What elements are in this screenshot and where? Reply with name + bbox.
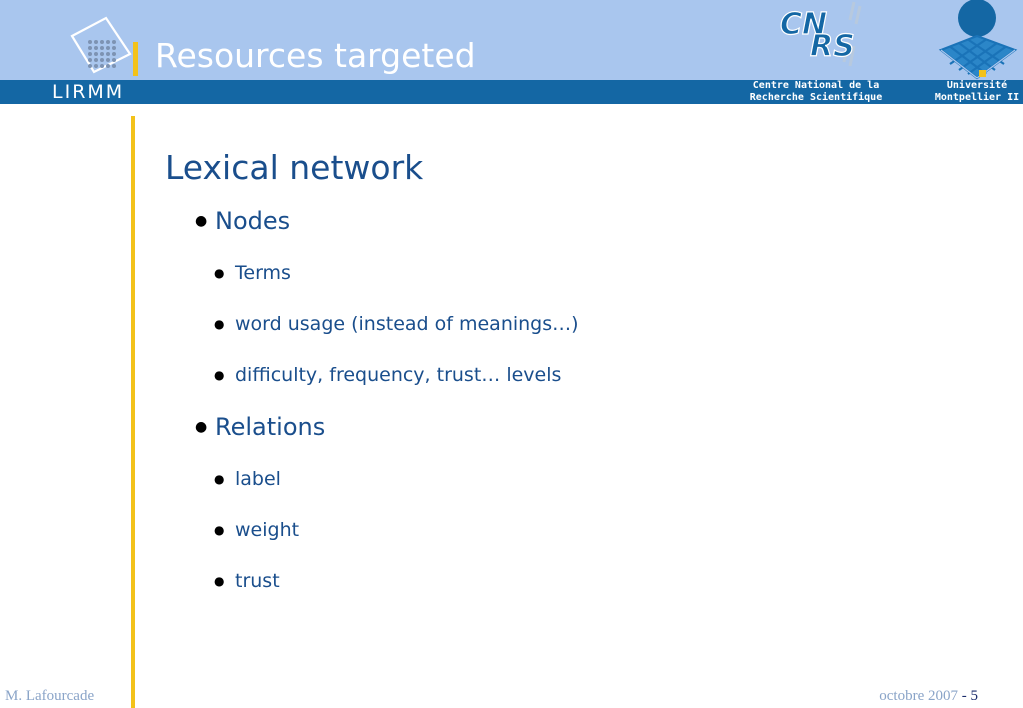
sub-bullet: ● difficulty, frequency, trust… levels (165, 362, 579, 388)
footer-author: M. Lafourcade (5, 688, 95, 704)
sub-bullet: ● Terms (165, 260, 579, 286)
sub-bullet-label: word usage (instead of meanings…) (235, 313, 579, 335)
slide-content: Lexical network ● Nodes ● Terms ● word u… (165, 146, 579, 594)
bullet-icon: ● (195, 419, 208, 435)
sub-bullet-label: weight (235, 519, 300, 541)
content-heading: Lexical network (165, 148, 424, 187)
svg-text:RS: RS (810, 29, 855, 64)
cnrs-logo: CN RS (779, 1, 862, 67)
svg-text:CN: CN (780, 7, 827, 42)
sub-bullet-label: trust (235, 570, 280, 592)
bullet-icon: ● (214, 523, 225, 537)
cnrs-caption-line1: Centre National de la (752, 80, 880, 91)
left-accent-rule (131, 116, 135, 708)
header-band (0, 0, 1023, 80)
sub-bullet: ● word usage (instead of meanings…) (165, 311, 579, 337)
sub-bullet-label: Terms (235, 262, 291, 284)
bullet-label: Relations (215, 413, 326, 441)
um2-caption: Université Montpellier II (918, 80, 1023, 104)
um2-logo (938, 0, 1018, 80)
header-strip (0, 80, 1023, 104)
footer-date: octobre 2007 (879, 688, 958, 704)
sub-bullet: ● label (165, 466, 579, 492)
bullet-label: Nodes (215, 207, 291, 235)
um2-caption-line1: Université (946, 80, 1008, 91)
bullet-icon: ● (214, 472, 225, 486)
lirmm-label: LIRMM (52, 81, 125, 103)
sub-bullet-label: label (235, 468, 281, 490)
bullet-icon: ● (214, 317, 225, 331)
bullet-icon: ● (195, 213, 208, 229)
footer-date-page: octobre 2007 - 5 (879, 688, 978, 705)
bullet-icon: ● (214, 574, 225, 588)
footer-separator: - (961, 688, 967, 704)
sub-bullet: ● weight (165, 517, 579, 543)
slide-title: Resources targeted (155, 36, 476, 75)
bullet-relations: ● Relations (165, 412, 579, 442)
title-accent-bar (133, 42, 138, 76)
sub-bullet: ● trust (165, 568, 579, 594)
lirmm-logo (70, 16, 132, 74)
sub-bullet-label: difficulty, frequency, trust… levels (235, 364, 562, 386)
page-number: 5 (970, 688, 979, 704)
cnrs-caption: Centre National de la Recherche Scientif… (728, 80, 904, 104)
bullet-icon: ● (214, 266, 225, 280)
bullet-icon: ● (214, 368, 225, 382)
um2-caption-line2: Montpellier II (934, 92, 1020, 103)
cnrs-caption-line2: Recherche Scientifique (749, 92, 883, 103)
bullet-nodes: ● Nodes (165, 206, 579, 236)
